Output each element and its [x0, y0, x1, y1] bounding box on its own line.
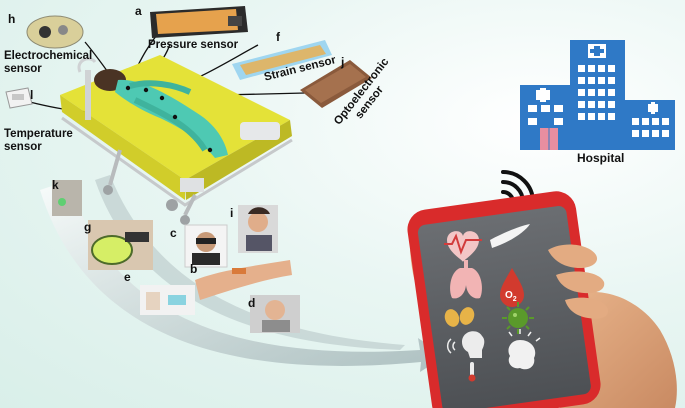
fingers [548, 244, 609, 319]
photo-panel-b [195, 260, 292, 300]
o2-letter: O [505, 290, 513, 301]
panel-letter-d: d [248, 296, 256, 310]
panel-letter-b: b [190, 262, 198, 276]
sweat-drops-icon [444, 307, 475, 327]
voice-head-icon [446, 331, 485, 358]
patient-figure [94, 69, 228, 158]
blood-vessel-icon [490, 224, 530, 248]
panel-letter-h: h [8, 12, 16, 26]
strain-sensor-device [232, 40, 332, 80]
panel-letter-l: l [30, 88, 34, 102]
o2-subscript: 2 [512, 296, 517, 303]
brain-icon [508, 329, 541, 370]
pressure-sensor-device [150, 6, 248, 38]
photo-panel-c [184, 224, 228, 268]
photo-panel-g [88, 220, 153, 270]
panel-letter-i: i [230, 206, 234, 220]
photo-panel-d [250, 295, 300, 333]
panel-letter-g: g [84, 220, 92, 234]
electrochemical-label-line2: sensor [4, 63, 42, 75]
electrochemical-sensor-device [26, 15, 84, 49]
electrochemical-label-line1: Electrochemical [4, 50, 93, 62]
temperature-label-line1: Temperature [4, 128, 73, 140]
thermometer-icon [468, 362, 476, 382]
panel-letter-c: c [170, 226, 177, 240]
hospital-label: Hospital [577, 151, 625, 165]
hospital-building [520, 40, 675, 150]
panel-letter-k: k [52, 178, 59, 192]
panel-letter-e: e [124, 270, 131, 284]
temperature-label-line2: sensor [4, 141, 42, 153]
virus-icon [502, 302, 534, 334]
photo-panel-e [140, 285, 195, 315]
lungs-icon [450, 260, 482, 299]
optoelectronic-sensor-device [300, 60, 372, 108]
panel-letter-a: a [135, 4, 142, 18]
panel-letter-j: j [341, 55, 345, 69]
blood-oxygen-icon [500, 268, 524, 307]
data-flow-arrow [40, 180, 445, 372]
temperature-sensor-label: Temperature sensor [4, 128, 73, 154]
temperature-sensor-device [5, 87, 33, 109]
photo-panel-k [52, 180, 82, 216]
panel-letter-f: f [276, 30, 280, 44]
electrochemical-sensor-label: Electrochemical sensor [4, 50, 92, 76]
pressure-sensor-label: Pressure sensor [148, 39, 239, 51]
o2-label: O2 [505, 290, 517, 303]
heart-rate-icon [444, 231, 482, 262]
photo-panel-i [238, 205, 278, 253]
